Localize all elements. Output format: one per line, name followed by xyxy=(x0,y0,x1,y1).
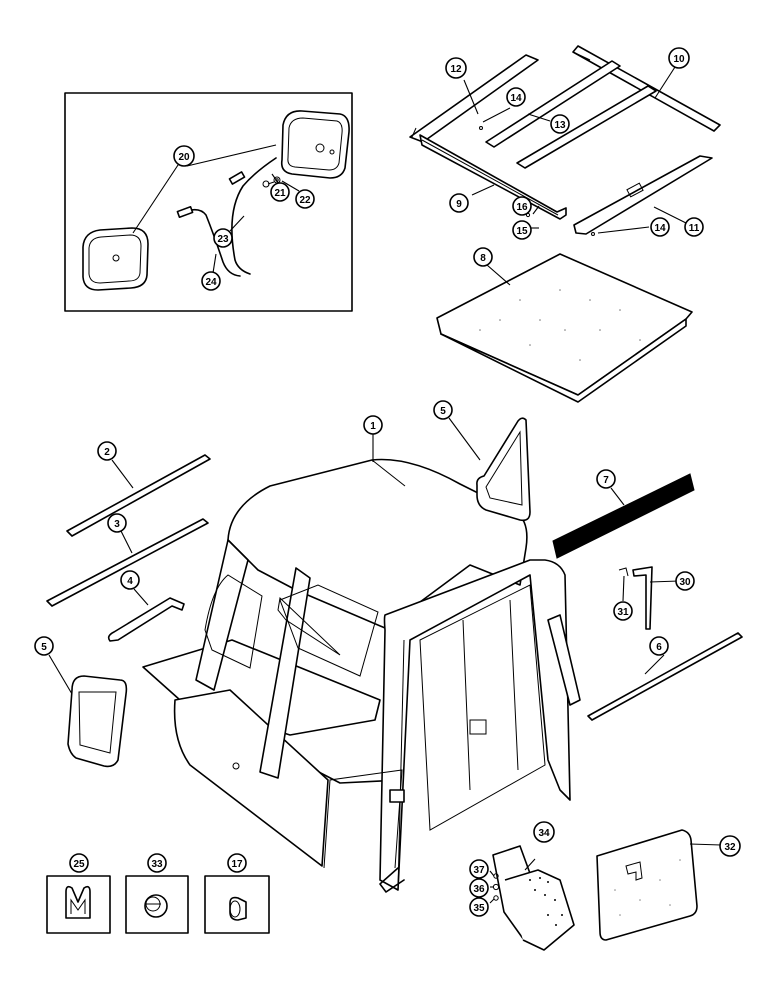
svg-text:6: 6 xyxy=(656,642,662,653)
svg-text:34: 34 xyxy=(538,828,550,839)
svg-text:5: 5 xyxy=(440,406,446,417)
svg-text:31: 31 xyxy=(617,607,629,618)
detail-box-33 xyxy=(125,875,189,934)
callout-25: 25 xyxy=(69,853,89,873)
callout-8: 8 xyxy=(473,247,493,267)
seal-strip-6 xyxy=(587,632,743,721)
svg-text:3: 3 xyxy=(114,519,120,530)
svg-text:8: 8 xyxy=(480,253,486,264)
svg-text:21: 21 xyxy=(274,188,286,199)
svg-text:5: 5 xyxy=(41,642,47,653)
callout-15: 15 xyxy=(512,220,532,240)
callout-24: 24 xyxy=(201,271,221,291)
detail-box-25 xyxy=(46,875,111,934)
callout-10: 10 xyxy=(668,47,690,69)
panel-32 xyxy=(596,829,698,941)
crossmember-13b xyxy=(516,85,657,169)
svg-text:14: 14 xyxy=(510,93,522,104)
svg-text:25: 25 xyxy=(73,859,85,870)
callout-11: 11 xyxy=(684,217,704,237)
callout-35: 35 xyxy=(469,897,489,917)
callout-33: 33 xyxy=(147,853,167,873)
svg-text:13: 13 xyxy=(554,120,566,131)
callout-17: 17 xyxy=(227,853,247,873)
svg-text:14: 14 xyxy=(654,223,666,234)
leader-lines xyxy=(48,66,722,904)
svg-text:36: 36 xyxy=(473,884,485,895)
inset-frame xyxy=(64,92,353,312)
side-member-11 xyxy=(573,155,713,235)
svg-text:32: 32 xyxy=(724,842,736,853)
cab-assembly-1 xyxy=(142,458,581,893)
window-gasket-5-top xyxy=(476,417,531,522)
side-member-9 xyxy=(419,134,567,220)
callout-21: 21 xyxy=(270,182,290,202)
svg-text:7: 7 xyxy=(603,475,609,486)
svg-text:12: 12 xyxy=(450,64,462,75)
callout-14-right: 14 xyxy=(650,217,670,237)
clip-31 xyxy=(618,567,629,577)
harness-23 xyxy=(231,157,277,275)
washer-36 xyxy=(492,883,500,891)
svg-text:33: 33 xyxy=(151,859,163,870)
callout-4: 4 xyxy=(120,570,140,590)
seal-strip-2 xyxy=(66,454,211,537)
svg-text:24: 24 xyxy=(205,277,217,288)
rail-12 xyxy=(409,54,539,143)
floor-mat-8 xyxy=(436,253,693,403)
callout-12: 12 xyxy=(445,57,467,79)
svg-text:22: 22 xyxy=(299,195,311,206)
bolt-14a xyxy=(479,126,483,130)
callout-3: 3 xyxy=(107,513,127,533)
callout-20: 20 xyxy=(173,145,195,167)
callout-5-top: 5 xyxy=(433,400,453,420)
svg-text:2: 2 xyxy=(104,447,110,458)
svg-text:16: 16 xyxy=(516,202,528,213)
svg-text:30: 30 xyxy=(679,577,691,588)
bolt-14b xyxy=(591,232,595,236)
screw-21 xyxy=(262,180,275,188)
callout-7: 7 xyxy=(596,469,616,489)
floor-frame-assembly xyxy=(409,45,721,236)
rod-30 xyxy=(632,566,653,630)
svg-text:10: 10 xyxy=(673,54,685,65)
svg-text:17: 17 xyxy=(231,859,243,870)
svg-text:37: 37 xyxy=(473,865,485,876)
svg-text:20: 20 xyxy=(178,152,190,163)
callout-30: 30 xyxy=(675,571,695,591)
callout-36: 36 xyxy=(469,878,489,898)
step-34 xyxy=(492,845,575,951)
svg-text:35: 35 xyxy=(473,903,485,914)
callout-9: 9 xyxy=(449,193,469,213)
svg-text:9: 9 xyxy=(456,199,462,210)
crossmember-13a xyxy=(485,60,621,148)
svg-text:1: 1 xyxy=(370,421,376,432)
callout-13: 13 xyxy=(550,114,570,134)
svg-text:11: 11 xyxy=(689,223,700,234)
detail-box-17 xyxy=(204,875,270,934)
svg-text:4: 4 xyxy=(127,576,133,587)
strip-7 xyxy=(552,473,695,559)
rear-lamp-left xyxy=(82,227,149,291)
callout-34: 34 xyxy=(533,821,555,843)
callout-2: 2 xyxy=(97,441,117,461)
callout-6: 6 xyxy=(649,636,669,656)
svg-text:23: 23 xyxy=(217,234,229,245)
rear-lamp-right xyxy=(280,110,350,179)
callout-31: 31 xyxy=(613,601,633,621)
strip-4 xyxy=(107,597,185,642)
callout-14-top: 14 xyxy=(506,87,526,107)
callout-32: 32 xyxy=(719,835,741,857)
nut-35 xyxy=(493,895,499,901)
svg-text:15: 15 xyxy=(516,226,528,237)
callout-1: 1 xyxy=(363,415,383,435)
seal-strip-3 xyxy=(46,518,209,607)
callout-37: 37 xyxy=(469,859,489,879)
callout-22: 22 xyxy=(295,189,315,209)
callout-5-left: 5 xyxy=(34,636,54,656)
window-gasket-5-left xyxy=(67,675,128,768)
callout-16: 16 xyxy=(512,196,532,216)
callout-23: 23 xyxy=(213,228,233,248)
